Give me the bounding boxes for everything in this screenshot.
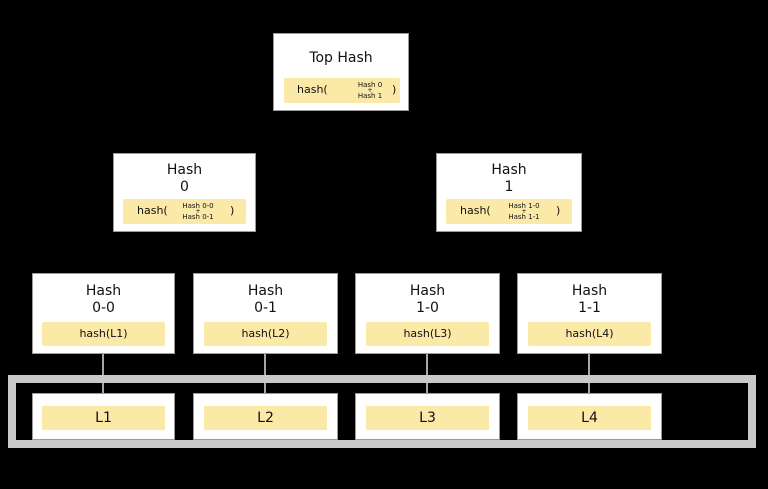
top-hash-formula: hash( Hash 0 + Hash 1 ): [284, 78, 400, 103]
leaf-l4-node: L4: [517, 393, 662, 440]
hash-0-1-title-line2: 0-1: [254, 300, 277, 316]
hash-1-title-line1: Hash: [491, 162, 527, 178]
hash-0-0-node: Hash 0-0 hash(L1): [32, 273, 175, 354]
hash-0-1-node: Hash 0-1 hash(L2): [193, 273, 338, 354]
hash-suffix: ): [230, 204, 235, 217]
leaf-l4-label: L4: [528, 406, 651, 430]
top-hash-title: Top Hash: [309, 50, 373, 66]
hash-suffix: ): [392, 83, 397, 96]
hash-1-1-title-line2: 1-1: [578, 300, 601, 316]
hash-0-formula: hash( Hash 0-0 + Hash 0-1 ): [123, 199, 246, 224]
hash-1-node: Hash 1 hash( Hash 1-0 + Hash 1-1 ): [436, 153, 582, 232]
hash-0-0-title-line1: Hash: [85, 283, 122, 299]
leaf-l3-label: L3: [366, 406, 489, 430]
hash-0-title-line1: Hash: [166, 162, 203, 178]
hash-1-0-formula: hash(L3): [366, 322, 489, 346]
hash-0-node: Hash 0 hash( Hash 0-0 + Hash 0-1 ): [113, 153, 256, 232]
hash-1-0-title-line1: Hash: [409, 283, 446, 299]
hash-1-formula: hash( Hash 1-0 + Hash 1-1 ): [446, 199, 572, 224]
hash-0-1-title-line1: Hash: [247, 283, 284, 299]
leaf-l1-label: L1: [42, 406, 165, 430]
hash-1-0-title-line2: 1-0: [416, 300, 439, 316]
hash-operands: Hash 1-0 + Hash 1-1: [508, 202, 540, 221]
hash-1-title-line2: 1: [504, 179, 514, 195]
leaf-l1-node: L1: [32, 393, 175, 440]
hash-0-1-formula: hash(L2): [204, 322, 327, 346]
hash-0-0-title-line2: 0-0: [92, 300, 115, 316]
hash-operands: Hash 0 + Hash 1: [357, 81, 383, 100]
hash-prefix: hash(: [297, 83, 328, 96]
hash-1-1-formula: hash(L4): [528, 322, 651, 346]
hash-1-1-node: Hash 1-1 hash(L4): [517, 273, 662, 354]
hash-1-1-title-line1: Hash: [571, 283, 608, 299]
hash-1-0-node: Hash 1-0 hash(L3): [355, 273, 500, 354]
top-hash-node: Top Hash hash( Hash 0 + Hash 1 ): [273, 33, 409, 111]
data-blocks-frame: [8, 375, 756, 448]
hash-prefix: hash(: [137, 204, 168, 217]
hash-prefix: hash(: [460, 204, 491, 217]
hash-0-title-line2: 0: [180, 179, 189, 195]
hash-0-0-formula: hash(L1): [42, 322, 165, 346]
leaf-l3-node: L3: [355, 393, 500, 440]
leaf-l2-label: L2: [204, 406, 327, 430]
hash-operands: Hash 0-0 + Hash 0-1: [182, 202, 214, 221]
hash-suffix: ): [556, 204, 561, 217]
leaf-l2-node: L2: [193, 393, 338, 440]
